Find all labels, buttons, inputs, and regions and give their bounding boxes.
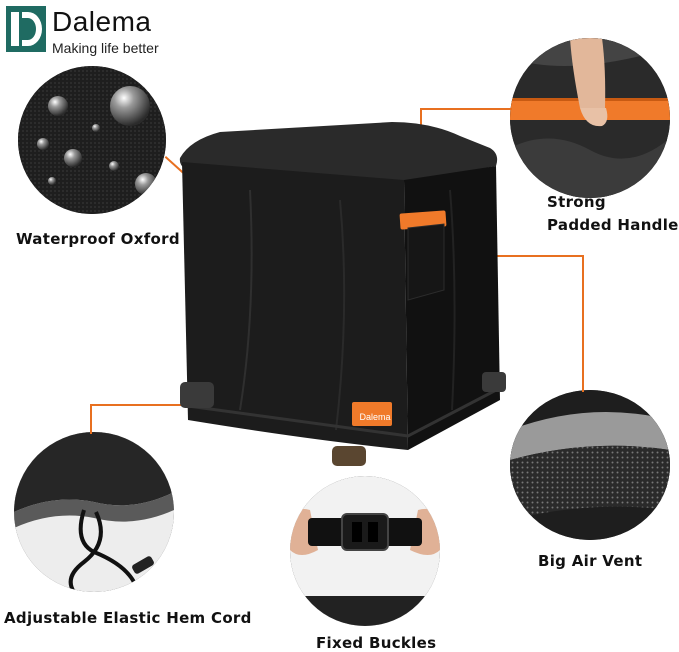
leader-line-vent-v: [582, 255, 584, 392]
label-fixed-buckles: Fixed Buckles: [316, 634, 437, 652]
brand-name: Dalema: [52, 6, 152, 37]
leader-line-handles-h: [420, 108, 512, 110]
logo-d-icon: [11, 12, 42, 46]
padded-handle-image: [510, 38, 670, 198]
leader-line-vent-h: [432, 255, 584, 257]
label-handles-line1: Strong: [547, 193, 606, 211]
cover-product-image: [160, 110, 520, 470]
label-hem-cord: Adjustable Elastic Hem Cord: [4, 609, 252, 627]
label-waterproof-oxford: Waterproof Oxford: [16, 230, 180, 248]
air-vent-image: [510, 390, 670, 540]
leader-line-hem-h: [90, 404, 250, 406]
leader-line-hem-v: [90, 404, 92, 434]
cover-brand-tag: Dalema: [359, 412, 391, 422]
label-handles-line2: Padded Handles: [547, 216, 679, 234]
brand-logo: [6, 6, 46, 52]
waterproof-fabric-image: [18, 66, 166, 214]
fixed-buckle-image: [290, 476, 440, 626]
label-big-air-vent: Big Air Vent: [538, 552, 643, 570]
brand-tagline: Making life better: [52, 40, 159, 56]
hem-cord-image: [14, 432, 174, 592]
